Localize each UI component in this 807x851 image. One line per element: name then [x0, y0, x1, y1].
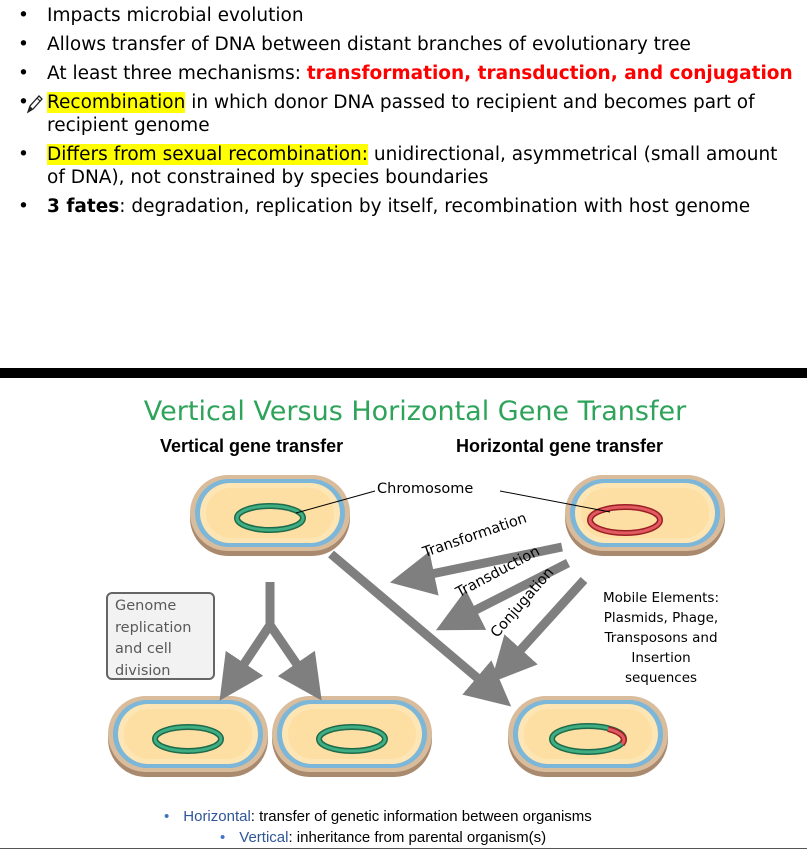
bottom-rule [0, 848, 807, 849]
pen-cursor-icon [26, 95, 43, 114]
mobile-elements-line: Insertion [631, 650, 691, 666]
mobile-elements-line: Transposons and [604, 630, 718, 646]
bullet-item: • Allows transfer of DNA between distant … [18, 33, 798, 56]
bullet-text: transformation, transduction, and conjug… [306, 63, 793, 84]
footnote-bullet: • [164, 808, 170, 825]
footnote-term: Vertical [239, 829, 289, 846]
bullet-text: 3 fates [47, 196, 120, 217]
vertical-heading: Vertical gene transfer [160, 436, 344, 456]
daughter-cell-left [108, 696, 268, 777]
donor-cell-horizontal [565, 475, 725, 556]
bullet-text: unidirectional, asymmetrical (small amou… [47, 144, 778, 188]
footnote-text: : inheritance from parental organism(s) [288, 829, 547, 846]
recipient-cell [508, 696, 668, 777]
chromosome-leader-right [499, 490, 611, 513]
bullet-dot: • [18, 63, 29, 84]
bullet-dot: • [18, 196, 29, 217]
bullet-item: • Recombination in which donor DNA passed… [18, 91, 798, 137]
footnote-vertical: • Vertical: inheritance from parental org… [220, 827, 546, 848]
bullet-dot: • [18, 34, 29, 55]
diagonal-arrow [328, 550, 512, 707]
genome-box-line: division [115, 662, 171, 679]
conjugation-arrow [490, 576, 588, 683]
bullet-text: At least three mechanisms: [47, 63, 307, 84]
chromosome-label: Chromosome [377, 481, 474, 497]
genome-box-line: Genome [115, 598, 177, 614]
bullet-text: Recombination [47, 92, 186, 113]
bullet-text: Differs from sexual recombination: [47, 144, 369, 165]
bullet-item: • At least three mechanisms: transformati… [18, 62, 798, 85]
transformation-arrow [389, 542, 563, 596]
footnote-term: Horizontal [183, 808, 251, 825]
mobile-elements-line: Plasmids, Phage, [603, 610, 719, 626]
genome-box-line: replication [115, 619, 192, 636]
bullet-item: • 3 fates: degradation, replication by it… [18, 195, 798, 218]
genome-box-line: and cell [115, 641, 172, 657]
bullet-text: Allows transfer of DNA between distant b… [47, 34, 691, 55]
transduction-arrow [435, 558, 571, 631]
slide-divider [0, 368, 807, 378]
bullet-item: • Impacts microbial evolution [18, 4, 798, 27]
bullet-text: Impacts microbial evolution [47, 5, 304, 26]
chromosome-leader-left [295, 490, 376, 514]
division-arrows [219, 582, 322, 701]
bullet-list: • Impacts microbial evolution • Allows tran… [18, 4, 798, 224]
bullet-text: in which donor DNA passed to recipient a… [47, 92, 755, 136]
mobile-elements-line: sequences [624, 670, 698, 686]
bullet-item: • Differs from sexual recombination: unid… [18, 143, 798, 189]
daughter-cell-right [272, 696, 432, 777]
mobile-elements-label: Mobile Elements: Plasmids, Phage, Transp… [596, 588, 726, 688]
footnote-horizontal: • Horizontal: transfer of genetic informa… [164, 806, 592, 827]
genome-replication-box: Genome replication and cell division [106, 592, 215, 680]
parent-cell-vertical [190, 475, 350, 556]
footnote-text: : transfer of genetic information betwee… [250, 808, 592, 825]
horizontal-heading: Horizontal gene transfer [456, 436, 664, 456]
bullet-dot: • [18, 92, 29, 113]
slide-title: Vertical Versus Horizontal Gene Transfer [143, 396, 687, 427]
mobile-elements-line: Mobile Elements: [602, 590, 720, 606]
bullet-dot: • [18, 144, 29, 165]
footnote-bullet: • [220, 829, 226, 846]
bullet-text: : degradation, replication by itself, re… [119, 196, 751, 217]
bullet-dot: • [18, 5, 29, 26]
